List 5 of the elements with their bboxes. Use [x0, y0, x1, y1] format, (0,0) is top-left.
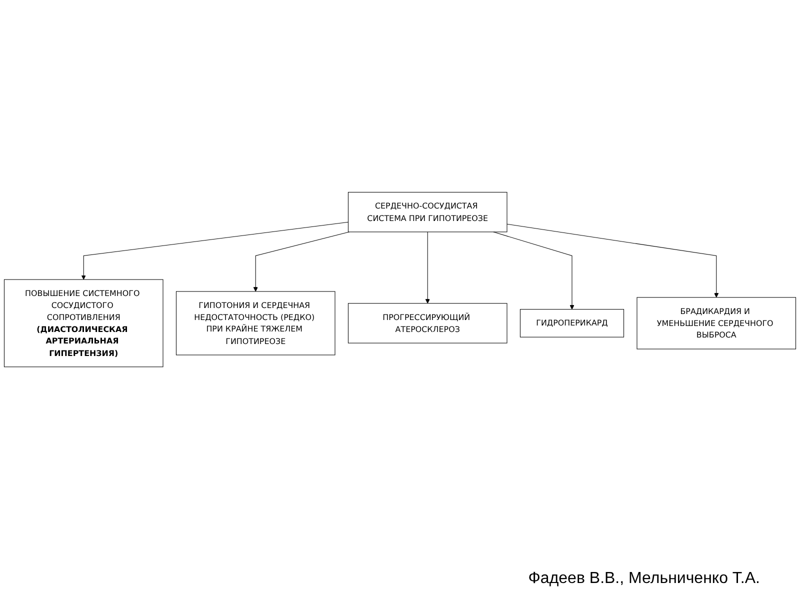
- arrow: [425, 232, 430, 304]
- arrow: [253, 232, 350, 292]
- author-credit: Фадеев В.В., Мельниченко Т.А.: [528, 570, 760, 588]
- arrow: [81, 222, 348, 280]
- arrow: [506, 224, 719, 298]
